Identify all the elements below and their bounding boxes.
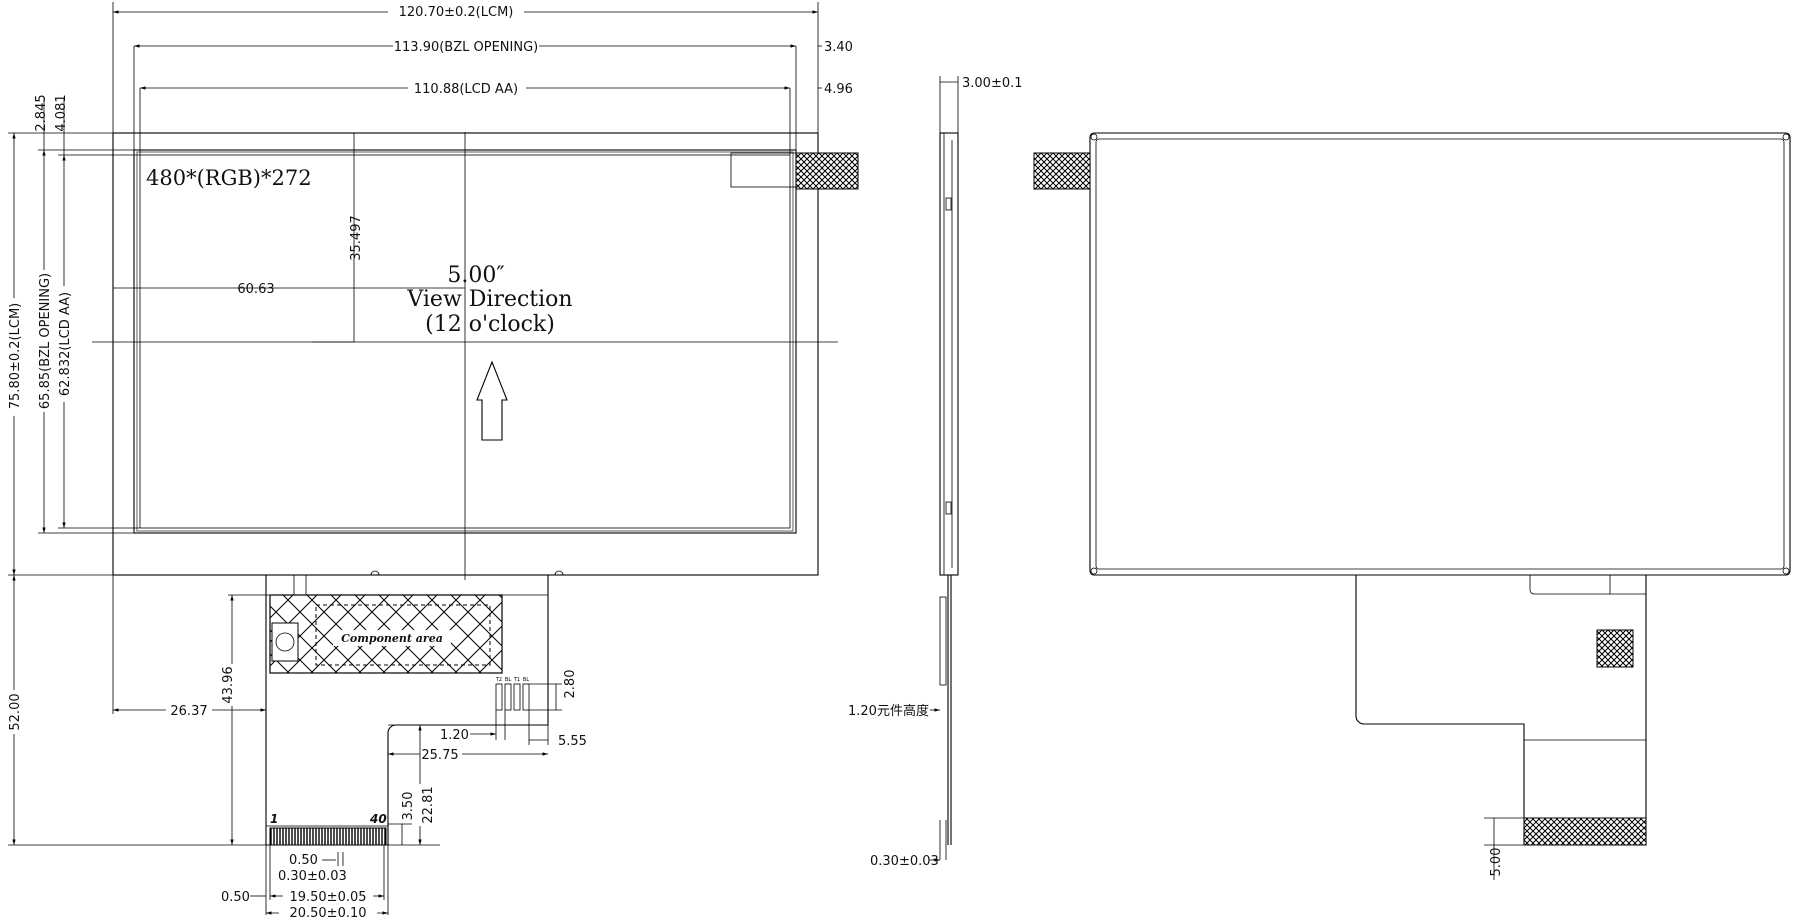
aa-right-offset: 4.96 (824, 82, 853, 97)
aa-top-offset: 4.081 (54, 94, 69, 131)
lcm-width-label: 120.70±0.2(LCM) (399, 5, 514, 20)
back-fpc-outline (1355, 575, 1647, 846)
fpc-width-label: 20.50±0.10 (289, 906, 366, 920)
pad-label-1: T2 (495, 677, 502, 683)
back-hatched-square (1596, 629, 1634, 668)
back-view: 5.00 (1033, 132, 1791, 880)
side-thickness-label: 3.00±0.1 (962, 76, 1023, 91)
hatched-tab-front (795, 152, 859, 190)
corner-notch (730, 152, 797, 188)
fpc-thickness-label: 0.30±0.03 (870, 854, 939, 869)
fpc-length-label: 43.96 (221, 666, 236, 703)
total-height-label: 52.00 (8, 693, 23, 730)
pin-span-label: 19.50±0.05 (289, 890, 366, 905)
back-stiffener (1523, 817, 1647, 846)
front-view: 120.70±0.2(LCM) 113.90(BZL OPENING) 3.40… (6, 2, 859, 920)
diagonal-label: 5.00″ (447, 263, 504, 288)
pad-label-2: BL (505, 677, 511, 683)
fpc-tail-label: 22.81 (421, 786, 436, 823)
pin-last-label: 40 (369, 812, 387, 826)
bezel-top-offset: 2.845 (34, 94, 49, 131)
clock-label: (12 o'clock) (425, 312, 555, 337)
pad-label-4: BL (523, 677, 529, 683)
stiffener-label: 3.50 (401, 792, 416, 821)
pad-height-label: 2.80 (563, 670, 578, 699)
pin-first-label: 1 (270, 812, 278, 826)
fpc-offset-label: 26.37 (170, 704, 207, 719)
pin-pitch-label: 0.50 (289, 853, 318, 868)
aa-width-label: 110.88(LCD AA) (414, 82, 518, 97)
pad-right-label: 5.55 (558, 734, 587, 749)
center-x-label: 60.63 (237, 282, 274, 297)
component-height-label: 1.20元件高度 (848, 703, 929, 719)
back-module-outline (1089, 132, 1791, 576)
pin-edge-label: 0.50 (221, 890, 250, 905)
bezel-right-offset: 3.40 (824, 40, 853, 55)
pad-label-3: T1 (513, 677, 520, 683)
resolution-label: 480*(RGB)*272 (146, 166, 312, 190)
side-view: 3.00±0.1 1.20元件高度 0.30±0.03 (848, 76, 1023, 869)
aa-height-label: 62.832(LCD AA) (58, 292, 73, 396)
hatched-tab-back (1033, 152, 1091, 190)
lcm-outline (112, 132, 819, 576)
view-direction-label: View Direction (406, 287, 572, 312)
bezel-width-label: 113.90(BZL OPENING) (394, 40, 538, 55)
pin-width-label: 0.30±0.03 (278, 869, 347, 884)
side-module-body (939, 132, 959, 576)
view-direction-arrow (476, 360, 508, 441)
back-stiffener-label: 5.00 (1489, 848, 1504, 877)
fpc-step-label: 25.75 (421, 748, 458, 763)
fpc-pin-strip (269, 827, 387, 846)
pad-pitch-label: 1.20 (440, 728, 469, 743)
lcm-height-label: 75.80±0.2(LCM) (8, 303, 23, 409)
center-y-label: 35.497 (349, 215, 364, 261)
component-area-label: Component area (341, 632, 443, 645)
bezel-height-label: 65.85(BZL OPENING) (38, 273, 53, 409)
test-pads: T2 BL T1 BL (495, 677, 530, 711)
